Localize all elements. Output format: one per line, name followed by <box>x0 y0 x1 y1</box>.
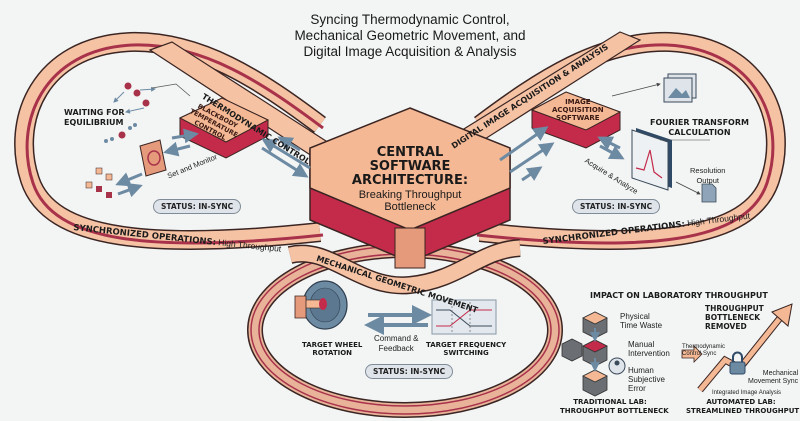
waiting-equilibrium-label: WAITING FOR EQUILIBRIUM <box>64 108 125 128</box>
central-hexagon <box>309 107 511 269</box>
thermo-sync-label: Thermodynamic Control Sync <box>682 344 725 358</box>
image-analysis-label: Integrated Image Analysis <box>712 390 782 396</box>
central-title: CENTRAL SOFTWARE ARCHITECTURE: <box>330 146 490 188</box>
mech-sync-label: Mechanical Movement Sync <box>748 370 798 386</box>
wheel-line-2: ROTATION <box>312 349 353 357</box>
human-line-1: Human <box>628 366 654 375</box>
thermo-sync-line-1: Thermodynamic <box>682 344 726 350</box>
physical-time-waste-label: Physical Time Waste <box>620 312 662 330</box>
bottom-loop-band <box>247 242 563 418</box>
removed-line-3: REMOVED <box>705 322 747 331</box>
mechanical-status-badge: STATUS: IN-SYNC <box>365 364 454 379</box>
resolution-line-1: Resolution <box>690 166 726 175</box>
title-line-3: Digital Image Acquisition & Analysis <box>303 44 517 59</box>
image-acq-line-3: SOFTWARE <box>556 114 600 122</box>
manual-line-1: Manual <box>628 340 655 349</box>
traditional-lab-cubes <box>561 311 626 397</box>
manual-line-2: Intervention <box>628 349 670 358</box>
central-subtitle-line-2: Bottleneck <box>384 201 436 213</box>
image-stack-icon <box>611 73 697 103</box>
spectrum-plot-icon <box>631 128 710 195</box>
command-line-1: Command & <box>374 334 419 343</box>
image-acq-line-2: ACQUISITION <box>552 106 604 114</box>
central-title-line-1: CENTRAL <box>376 145 444 160</box>
target-frequency-label: TARGET FREQUENCY SWITCHING <box>426 341 506 357</box>
mech-sync-line-1: Mechanical <box>762 370 799 377</box>
fourier-line-1: FOURIER TRANSFORM <box>650 118 749 127</box>
image-acquisition-label: IMAGE ACQUISITION SOFTWARE <box>552 98 604 122</box>
command-feedback-label: Command & Feedback <box>374 334 418 354</box>
removed-line-2: BOTTLENECK <box>705 313 761 322</box>
freq-line-2: SWITCHING <box>443 349 489 357</box>
blackbody-box <box>178 97 270 159</box>
target-wheel-icon <box>294 280 348 330</box>
left-arrows <box>115 128 311 198</box>
waiting-line-2: EQUILIBRIUM <box>64 118 124 127</box>
fourier-line-2: CALCULATION <box>668 128 731 137</box>
central-subtitle-line-1: Breaking Throughput <box>358 189 462 201</box>
removed-line-1: THROUGHPUT <box>705 304 764 313</box>
freq-line-1: TARGET FREQUENCY <box>426 341 507 349</box>
image-acq-line-1: IMAGE <box>565 98 591 106</box>
fourier-label: FOURIER TRANSFORM CALCULATION <box>650 118 749 138</box>
left-loop-band <box>14 31 326 250</box>
waiting-line-1: WAITING FOR <box>64 108 125 117</box>
traditional-lab-label: TRADITIONAL LAB: THROUGHPUT BOTTLENECK <box>560 398 669 416</box>
command-arrows <box>364 305 432 335</box>
frequency-switch-icon <box>431 299 497 335</box>
resolution-line-2: Output <box>696 176 719 185</box>
physical-line-1: Physical <box>620 312 650 321</box>
title-line-1: Syncing Thermodynamic Control, <box>310 12 510 27</box>
target-wheel-label: TARGET WHEEL ROTATION <box>302 341 362 357</box>
automated-lab-label: AUTOMATED LAB: STREAMLINED THROUGHPUT <box>686 398 800 416</box>
command-line-2: Feedback <box>378 344 414 353</box>
central-subtitle: Breaking Throughput Bottleneck <box>330 189 490 213</box>
automated-line-2: STREAMLINED THROUGHPUT <box>686 407 800 415</box>
resolution-output-label: Resolution Output <box>690 166 725 186</box>
wheel-line-1: TARGET WHEEL <box>302 341 363 349</box>
traditional-line-2: THROUGHPUT BOTTLENECK <box>560 407 669 415</box>
title-line-2: Mechanical Geometric Movement, and <box>294 28 526 43</box>
physical-line-2: Time Waste <box>620 321 663 330</box>
manual-intervention-label: Manual Intervention <box>628 340 670 358</box>
automated-line-1: AUTOMATED LAB: <box>706 398 776 406</box>
human-line-3: Error <box>628 384 646 393</box>
image-acquisition-box <box>530 91 622 149</box>
human-error-label: Human Subjective Error <box>628 366 665 393</box>
thermo-status-badge: STATUS: IN-SYNC <box>153 199 242 214</box>
mechanical-ribbon <box>287 239 521 295</box>
document-icon <box>701 183 717 203</box>
controller-device <box>139 139 167 177</box>
lock-icon <box>729 351 746 375</box>
traditional-line-1: TRADITIONAL LAB: <box>573 398 647 406</box>
digital-status-badge: STATUS: IN-SYNC <box>572 199 661 214</box>
diagram-title: Syncing Thermodynamic Control, Mechanica… <box>290 12 530 60</box>
human-line-2: Subjective <box>628 375 665 384</box>
bottleneck-removed-label: THROUGHPUT BOTTLENECK REMOVED <box>705 304 764 331</box>
thermo-sync-line-2: Control Sync <box>682 351 717 357</box>
central-title-line-3: ARCHITECTURE: <box>351 173 469 188</box>
equilibrium-nodes <box>85 82 191 198</box>
impact-heading: IMPACT ON LABORATORY THROUGHPUT <box>590 291 768 300</box>
central-title-line-2: SOFTWARE <box>369 159 451 174</box>
right-arrows <box>499 126 625 182</box>
mech-sync-line-2: Movement Sync <box>748 378 799 385</box>
